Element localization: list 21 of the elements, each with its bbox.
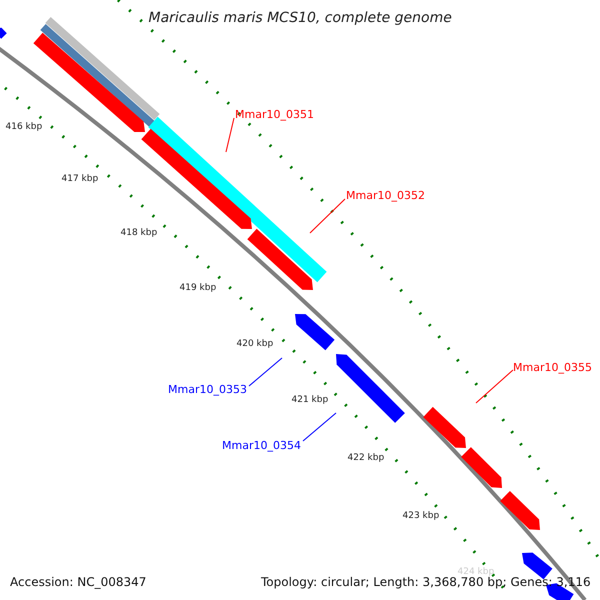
gene-label: Mmar10_0352 bbox=[346, 190, 425, 201]
leader-line bbox=[248, 358, 282, 386]
axis-tick-label: 421 kbp bbox=[292, 396, 328, 405]
genome-stats-text: Topology: circular; Length: 3,368,780 bp; Genes: 3,116 bbox=[261, 576, 591, 588]
leader-line bbox=[226, 118, 234, 152]
gene-label: Mmar10_0353 bbox=[168, 384, 247, 395]
axis-tick-label: 419 kbp bbox=[180, 284, 216, 293]
gene-label: Mmar10_0354 bbox=[222, 440, 301, 451]
leader-line bbox=[302, 412, 336, 442]
axis-tick-label: 416 kbp bbox=[6, 123, 42, 132]
map-title: Maricaulis maris MCS10, complete genome bbox=[148, 11, 452, 25]
gene-label: Mmar10_0355 bbox=[513, 362, 592, 373]
leader-line bbox=[310, 198, 346, 234]
axis-tick-label: 420 kbp bbox=[236, 340, 274, 349]
axis-tick-label: 417 kbp bbox=[62, 175, 98, 184]
accession-text: Accession: NC_008347 bbox=[10, 576, 146, 588]
gene-label: Mmar10_0351 bbox=[235, 109, 314, 120]
axis-tick-label: 422 kbp bbox=[348, 454, 384, 463]
axis-tick-label: 418 kbp bbox=[120, 229, 158, 238]
axis-tick-label: 423 kbp bbox=[402, 512, 440, 521]
leader-line bbox=[476, 370, 514, 404]
